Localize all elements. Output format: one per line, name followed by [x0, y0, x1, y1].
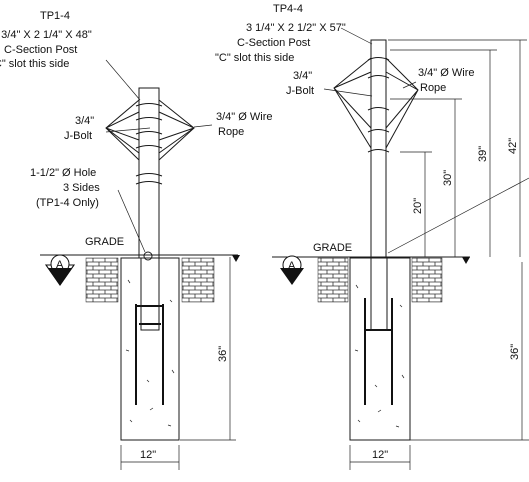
right-concrete-marks [354, 284, 405, 428]
left-slot-note: "C" slot this side [0, 58, 69, 70]
left-section-marker: A [45, 254, 75, 286]
right-width-dim: 12" [372, 449, 388, 461]
right-section-letter: A [288, 260, 296, 272]
right-post-embed [370, 257, 388, 331]
right-jbolt-loops [367, 57, 390, 153]
left-hole-label-1: 1-1/2" Ø Hole [30, 167, 96, 179]
left-title-leader [105, 59, 141, 101]
right-depth-dim: 36" [509, 344, 521, 360]
right-dim-42: 42" [507, 138, 519, 154]
right-dim-39: 39" [477, 146, 489, 162]
left-footing [120, 257, 180, 441]
left-lower-bands [135, 173, 163, 185]
right-footing [349, 257, 411, 441]
left-grade-marker [232, 255, 240, 262]
right-grade-label: GRADE [313, 242, 352, 254]
left-soil-left [85, 257, 119, 303]
left-jbolt-leader [105, 127, 151, 133]
right-rebar [364, 298, 393, 405]
right-title-leader [340, 27, 373, 45]
left-jbolt-label-1: 3/4" [75, 115, 94, 127]
right-jbolt-label-2: J-Bolt [286, 85, 314, 97]
left-jbolt-loops [135, 103, 163, 149]
right-title: TP4-4 [273, 3, 303, 15]
left-size: 1 3/4" X 2 1/4" X 48" [0, 29, 92, 41]
left-hole-label-2: 3 Sides [63, 182, 100, 194]
right-soil-left [317, 257, 349, 303]
right-size: 3 1/4" X 2 1/2" X 57" [246, 22, 346, 34]
left-hole-label-3: (TP1-4 Only) [36, 197, 99, 209]
right-grade-marker [462, 257, 470, 264]
left-title: TP1-4 [40, 10, 70, 22]
left-jbolt-label-2: J-Bolt [64, 130, 92, 142]
left-grade-label: GRADE [85, 236, 124, 248]
left-hole-leader [117, 189, 146, 253]
left-section-letter: A [56, 259, 64, 271]
right-detail: TP4-4 3 1/4" X 2 1/2" X 57" C-Section Po… [215, 3, 529, 470]
right-wire-label-2: Rope [420, 82, 446, 94]
right-jbolt-leader [323, 88, 373, 97]
right-jbolt-label-1: 3/4" [293, 70, 312, 82]
right-dim-20: 20" [412, 198, 424, 214]
right-dim-30: 30" [442, 170, 454, 186]
left-detail: TP1-4 1 3/4" X 2 1/4" X 48" C-Section Po… [0, 10, 272, 470]
right-wire-label-1: 3/4" Ø Wire [418, 67, 474, 79]
right-soil-right [411, 257, 443, 303]
left-wire-label-1: 3/4" Ø Wire [216, 111, 272, 123]
left-width-dim: 12" [140, 449, 156, 461]
left-post-type: C-Section Post [4, 44, 77, 56]
right-slot-note: "C" slot this side [215, 52, 294, 64]
left-wire-leader [193, 124, 213, 128]
left-post-embed [140, 257, 160, 331]
left-soil-right [181, 257, 215, 303]
left-wire-rope-lower [105, 127, 195, 161]
left-concrete-marks [125, 279, 175, 427]
left-depth-dim: 36" [217, 346, 229, 362]
right-wire-rope [333, 57, 419, 149]
left-rebar [135, 304, 164, 405]
left-wire-label-2: Rope [218, 126, 244, 138]
right-section-marker: A [280, 255, 304, 285]
right-post-type: C-Section Post [237, 37, 310, 49]
left-hole [143, 251, 153, 261]
right-grade-leader [387, 177, 529, 254]
